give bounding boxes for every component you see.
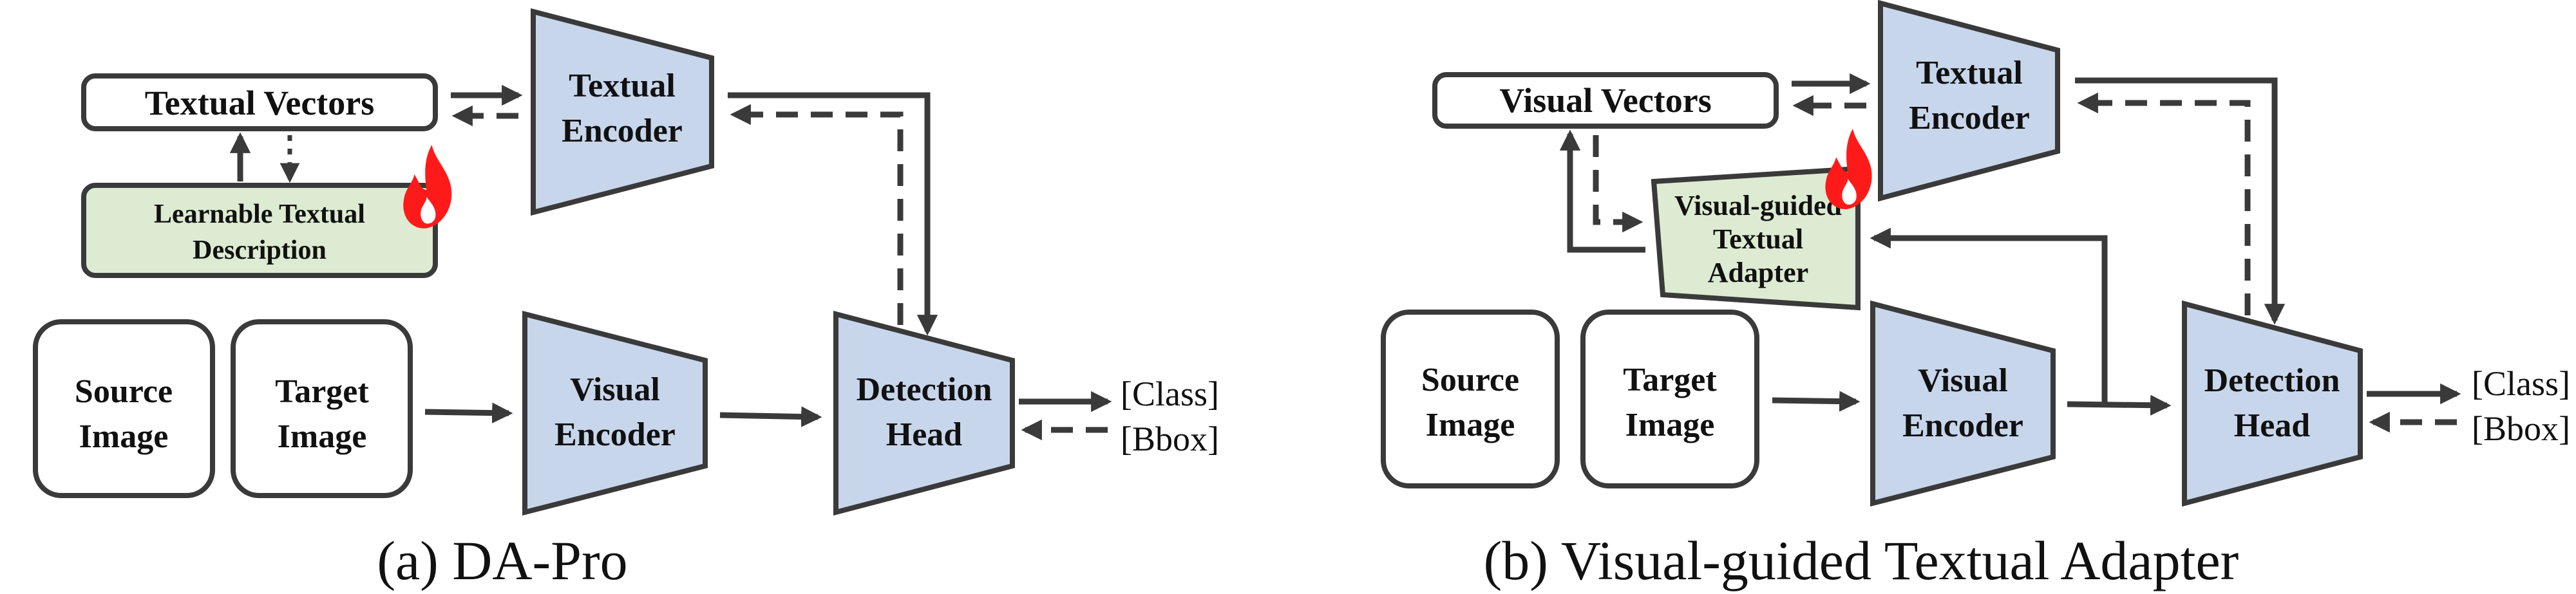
- visual-vectors-label: Visual Vectors: [1499, 81, 1712, 120]
- visual-encoder-label-line2: Encoder: [554, 416, 676, 453]
- target-image-label-line2: Image: [278, 418, 367, 455]
- target-image-b-label-line1: Target: [1623, 362, 1717, 398]
- adapter-label-line3: Adapter: [1708, 257, 1808, 288]
- detection-head-b-node: Detection Head: [2182, 300, 2363, 507]
- source-image-b-label-line2: Image: [1426, 407, 1515, 443]
- panel-a: Textual Vectors Learnable Textual Descri…: [33, 8, 1219, 591]
- target-image-b-label-line2: Image: [1625, 407, 1715, 443]
- target-image-node: Target Image: [231, 319, 413, 498]
- visual-vectors-node: Visual Vectors: [1432, 72, 1779, 129]
- textual-encoder-b-label-line1: Textual: [1916, 55, 2023, 91]
- source-image-label-line2: Image: [79, 418, 169, 455]
- visual-guided-textual-adapter-node: Visual-guided Textual Adapter: [1651, 165, 1861, 311]
- adapter-label-line1: Visual-guided: [1674, 190, 1842, 221]
- textual-vectors-label: Textual Vectors: [145, 84, 375, 122]
- visual-encoder-b-label-line1: Visual: [1918, 362, 2008, 399]
- panel-b-arrows: [1559, 73, 2461, 433]
- target-image-b-node: Target Image: [1580, 310, 1759, 488]
- output-bbox-label: [Bbox]: [1121, 420, 1219, 458]
- visual-encoder-label-line1: Visual: [570, 371, 660, 408]
- output-bbox-b-label: [Bbox]: [2472, 409, 2570, 448]
- source-image-node: Source Image: [33, 319, 215, 498]
- textual-encoder-node: Textual Encoder: [531, 8, 714, 216]
- detection-head-node: Detection Head: [833, 310, 1015, 516]
- textual-encoder-label-line2: Encoder: [562, 113, 683, 149]
- learnable-label-line2: Description: [193, 236, 327, 265]
- textual-encoder-label-line1: Textual: [569, 68, 676, 104]
- learnable-label-line1: Learnable Textual: [154, 200, 365, 229]
- panel-b: Visual Vectors Textual Encoder Visual-gu…: [1381, 0, 2570, 591]
- flame-icon: [403, 145, 452, 228]
- textual-encoder-b-node: Textual Encoder: [1878, 0, 2060, 202]
- textual-encoder-b-label-line2: Encoder: [1909, 100, 2030, 136]
- learnable-textual-description-node: Learnable Textual Description: [81, 183, 438, 278]
- detection-head-b-label-line1: Detection: [2204, 362, 2340, 399]
- output-class-label: [Class]: [1121, 375, 1219, 413]
- panel-a-arrows: [229, 84, 1112, 441]
- flame-icon: [1825, 129, 1872, 210]
- detection-head-b-label-line2: Head: [2234, 407, 2311, 444]
- detection-head-label-line1: Detection: [857, 371, 992, 408]
- textual-vectors-node: Textual Vectors: [81, 73, 438, 131]
- adapter-label-line2: Textual: [1713, 223, 1803, 255]
- output-class-b-label: [Class]: [2472, 364, 2570, 403]
- visual-encoder-b-node: Visual Encoder: [1870, 300, 2056, 507]
- source-image-b-label-line1: Source: [1421, 362, 1519, 398]
- target-image-label-line1: Target: [275, 373, 369, 410]
- visual-encoder-node: Visual Encoder: [522, 310, 708, 516]
- caption-b: (b) Visual-guided Textual Adapter: [1484, 530, 2239, 591]
- source-image-label-line1: Source: [75, 373, 173, 410]
- source-image-b-node: Source Image: [1381, 310, 1560, 488]
- detection-head-label-line2: Head: [886, 416, 963, 453]
- visual-encoder-b-label-line2: Encoder: [1902, 407, 2023, 444]
- caption-a: (a) DA-Pro: [377, 530, 627, 591]
